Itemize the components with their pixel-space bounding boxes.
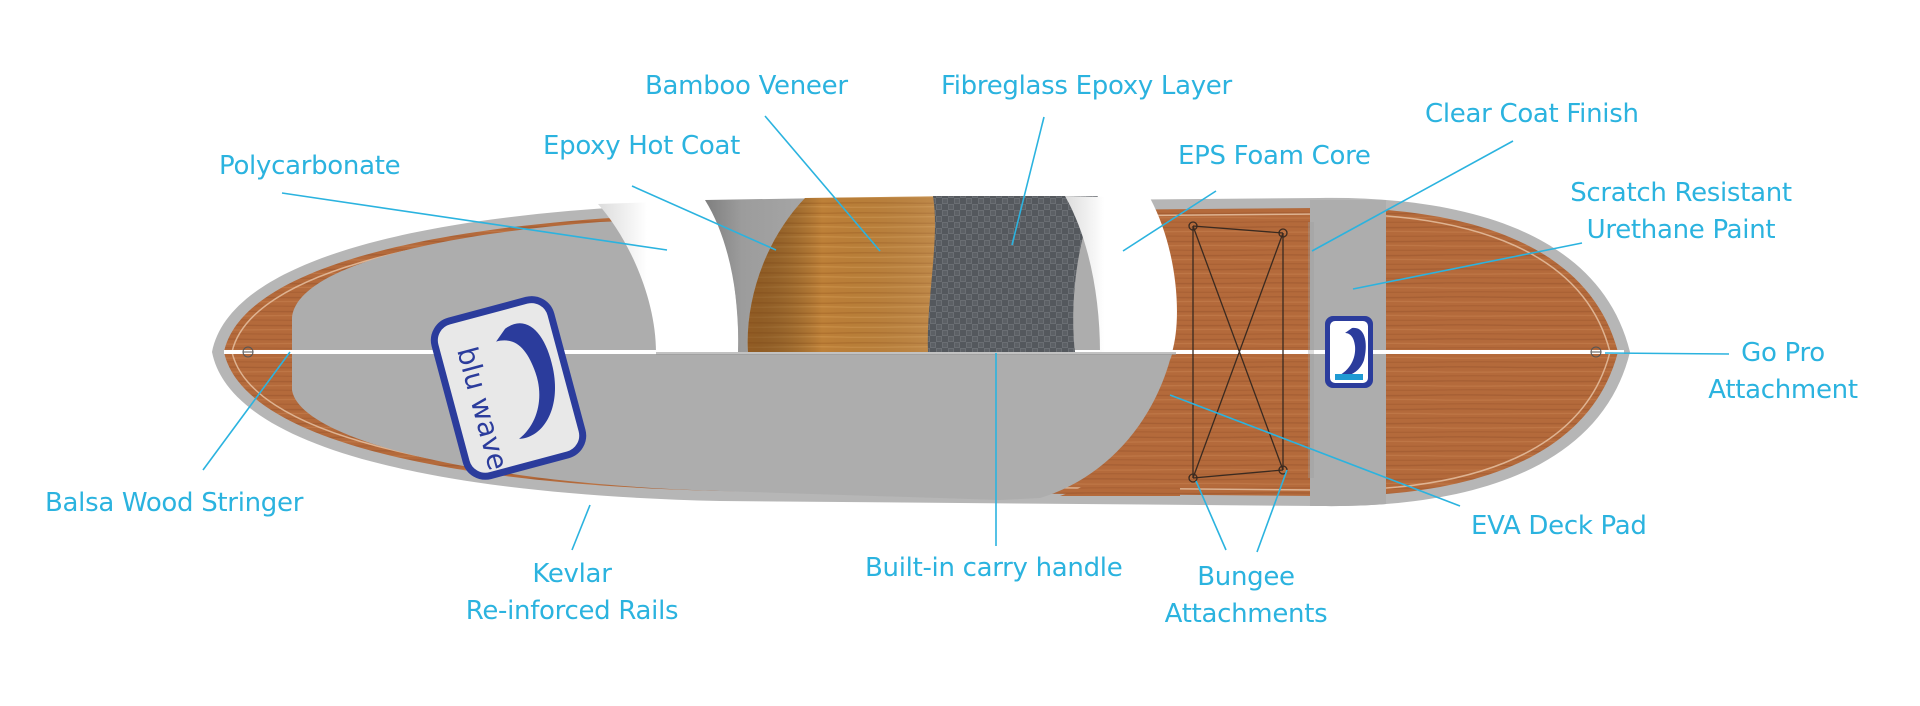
label-eps-foam-core: EPS Foam Core	[1178, 141, 1371, 171]
label-bungee-line1: Bungee	[1197, 562, 1295, 592]
leader-kevlar	[571, 504, 591, 551]
layer-fibreglass	[927, 196, 1098, 352]
label-polycarbonate: Polycarbonate	[219, 151, 401, 181]
leader-bungee-b	[1256, 469, 1288, 553]
label-scratch-resistant-line2: Urethane Paint	[1586, 215, 1776, 245]
label-go-pro-attachment: Go Pro Attachment	[1708, 335, 1858, 409]
blu-wave-logo-small	[1325, 316, 1373, 388]
label-eva-deck-pad: EVA Deck Pad	[1471, 511, 1647, 541]
leader-fibreglass	[1011, 116, 1045, 246]
leader-scratch-resistant	[1352, 242, 1583, 290]
leader-bungee-a	[1195, 480, 1227, 551]
label-bungee-line2: Attachments	[1164, 599, 1328, 629]
leader-bamboo-veneer	[764, 115, 881, 252]
label-go-pro-line1: Go Pro	[1741, 338, 1825, 368]
label-fibreglass-epoxy-layer: Fibreglass Epoxy Layer	[941, 71, 1232, 101]
bungee-anchors	[1188, 221, 1288, 483]
leader-eva-deck-pad	[1169, 394, 1461, 507]
bungee-cords	[1192, 225, 1284, 479]
leader-clear-coat	[1311, 140, 1514, 252]
label-epoxy-hot-coat: Epoxy Hot Coat	[543, 131, 740, 161]
label-scratch-resistant: Scratch Resistant Urethane Paint	[1570, 175, 1792, 249]
label-bungee-attachments: Bungee Attachments	[1165, 559, 1328, 633]
leader-epoxy-hot-coat	[631, 185, 777, 251]
deck-pad-right-border	[1308, 222, 1314, 478]
label-kevlar-line1: Kevlar	[532, 559, 612, 589]
blu-wave-logo-large: blu wave	[430, 296, 587, 480]
leader-lines	[202, 115, 1730, 553]
label-kevlar-line2: Re-inforced Rails	[465, 596, 679, 626]
cutaway-layers	[598, 196, 1177, 355]
label-scratch-resistant-line1: Scratch Resistant	[1570, 178, 1792, 208]
screw-plug-icon	[242, 346, 1602, 358]
label-balsa-wood-stringer: Balsa Wood Stringer	[45, 488, 304, 518]
label-go-pro-line2: Attachment	[1708, 375, 1858, 405]
leader-eps-foam	[1122, 190, 1217, 252]
wood-curve-reveal	[1060, 360, 1180, 496]
label-kevlar-rails: Kevlar Re-inforced Rails	[466, 556, 679, 630]
label-clear-coat-finish: Clear Coat Finish	[1425, 99, 1639, 129]
label-bamboo-veneer: Bamboo Veneer	[645, 71, 848, 101]
leader-balsa-stringer	[202, 351, 291, 471]
leader-go-pro	[1604, 352, 1730, 355]
leader-polycarbonate	[281, 192, 668, 251]
label-built-in-carry-handle: Built-in carry handle	[865, 553, 1123, 583]
layer-polycarbonate	[598, 200, 739, 352]
